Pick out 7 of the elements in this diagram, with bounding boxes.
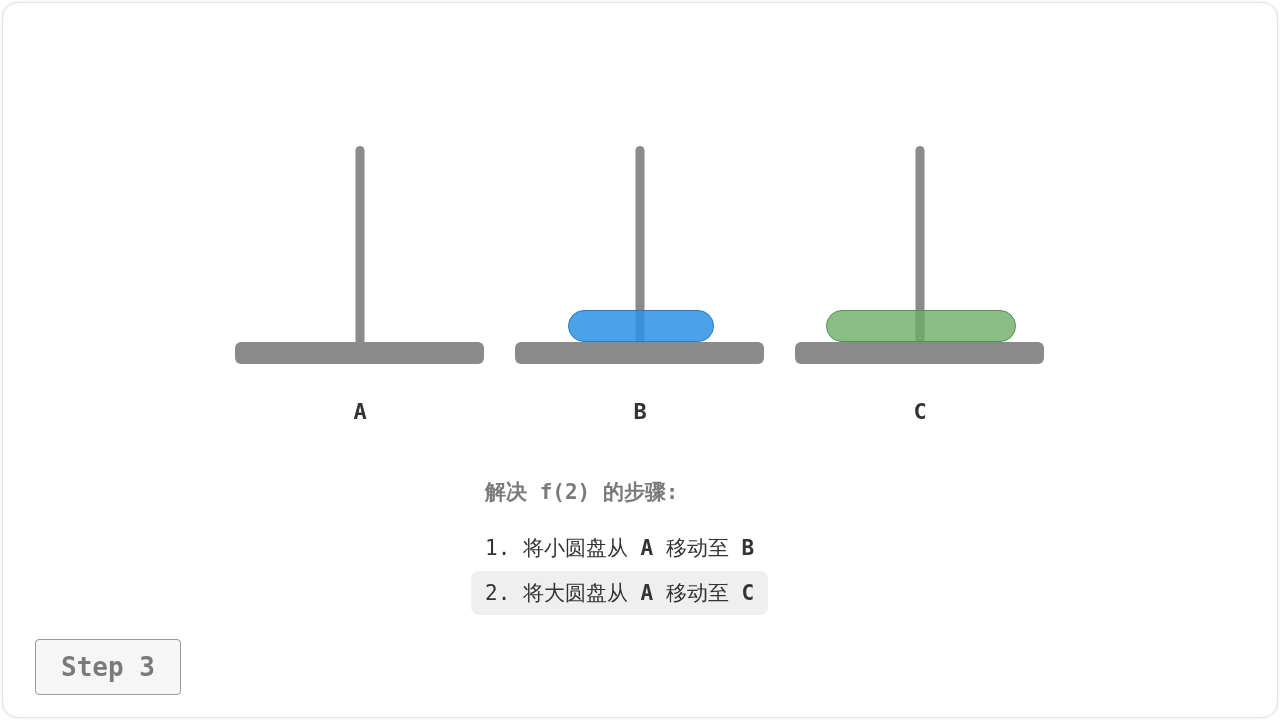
heading-text: 解决 f(2) 的步骤: [485, 479, 679, 506]
step-badge: Step 3 [35, 639, 181, 695]
highlighted-step: 2. 将大圆盘从 A 移动至 C [471, 571, 769, 615]
peg-label: B [632, 399, 648, 425]
step-text: 1. 将小圆盘从 A 移动至 B [485, 535, 755, 562]
peg-label: A [352, 399, 368, 425]
peg-label: C [912, 399, 928, 425]
